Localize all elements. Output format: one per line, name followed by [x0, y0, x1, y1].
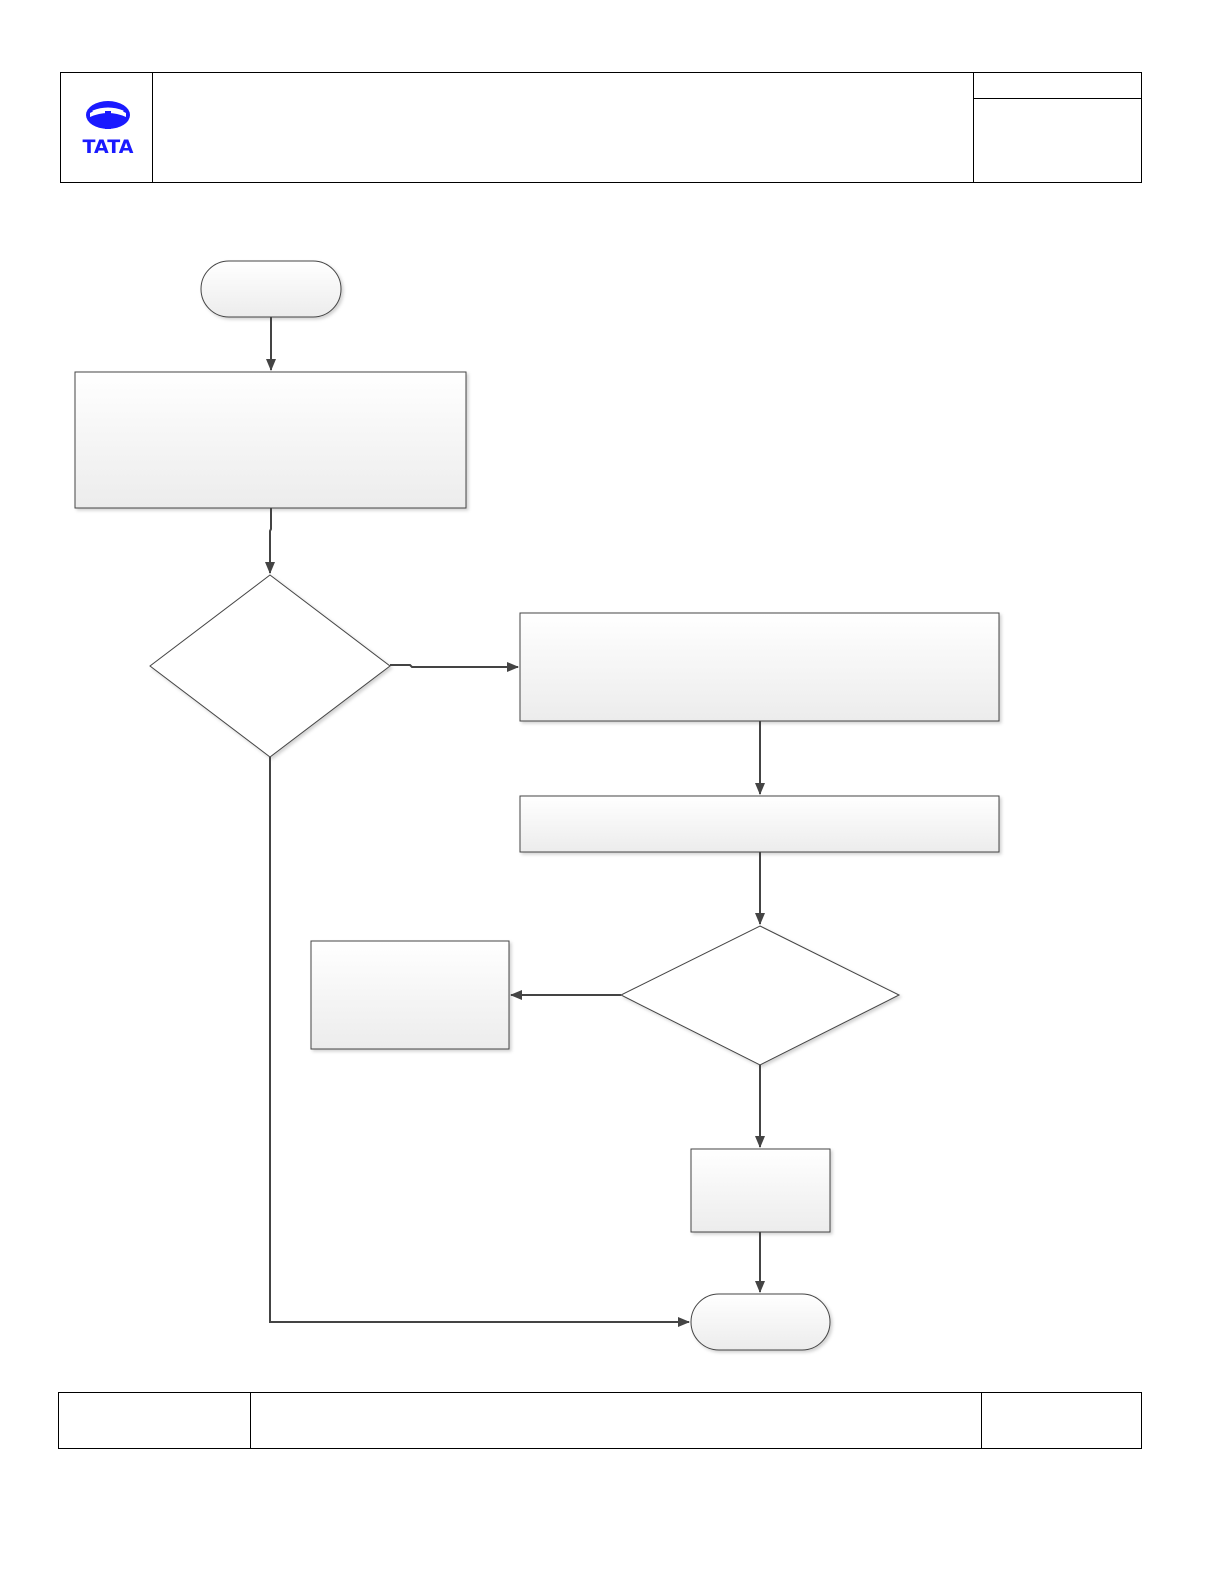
process-box-5 [690, 1148, 831, 1233]
start-terminator [200, 260, 342, 318]
end-terminator [690, 1293, 831, 1351]
connector-process-1-to-decision-1 [265, 508, 275, 574]
process-box-4 [310, 940, 510, 1050]
footer-middle-cell [250, 1392, 982, 1449]
tata-logo-wordmark: TATA [83, 136, 134, 158]
footer-left-cell [58, 1392, 251, 1449]
tata-logo-emblem [86, 101, 130, 131]
footer-right-cell [981, 1392, 1142, 1449]
connector-decision-1-to-process-2 [390, 662, 519, 672]
logo-cell: TATA [60, 72, 153, 183]
process-box-2 [519, 612, 1000, 722]
process-box-3 [519, 795, 1000, 853]
tata-logo: TATA [83, 101, 134, 158]
process-box-1 [74, 371, 467, 509]
decision-diamond-2 [619, 925, 901, 1066]
decision-diamond-1 [149, 574, 391, 758]
revision-cell [973, 98, 1142, 183]
connector-decision-1-to-end [269, 757, 690, 1327]
